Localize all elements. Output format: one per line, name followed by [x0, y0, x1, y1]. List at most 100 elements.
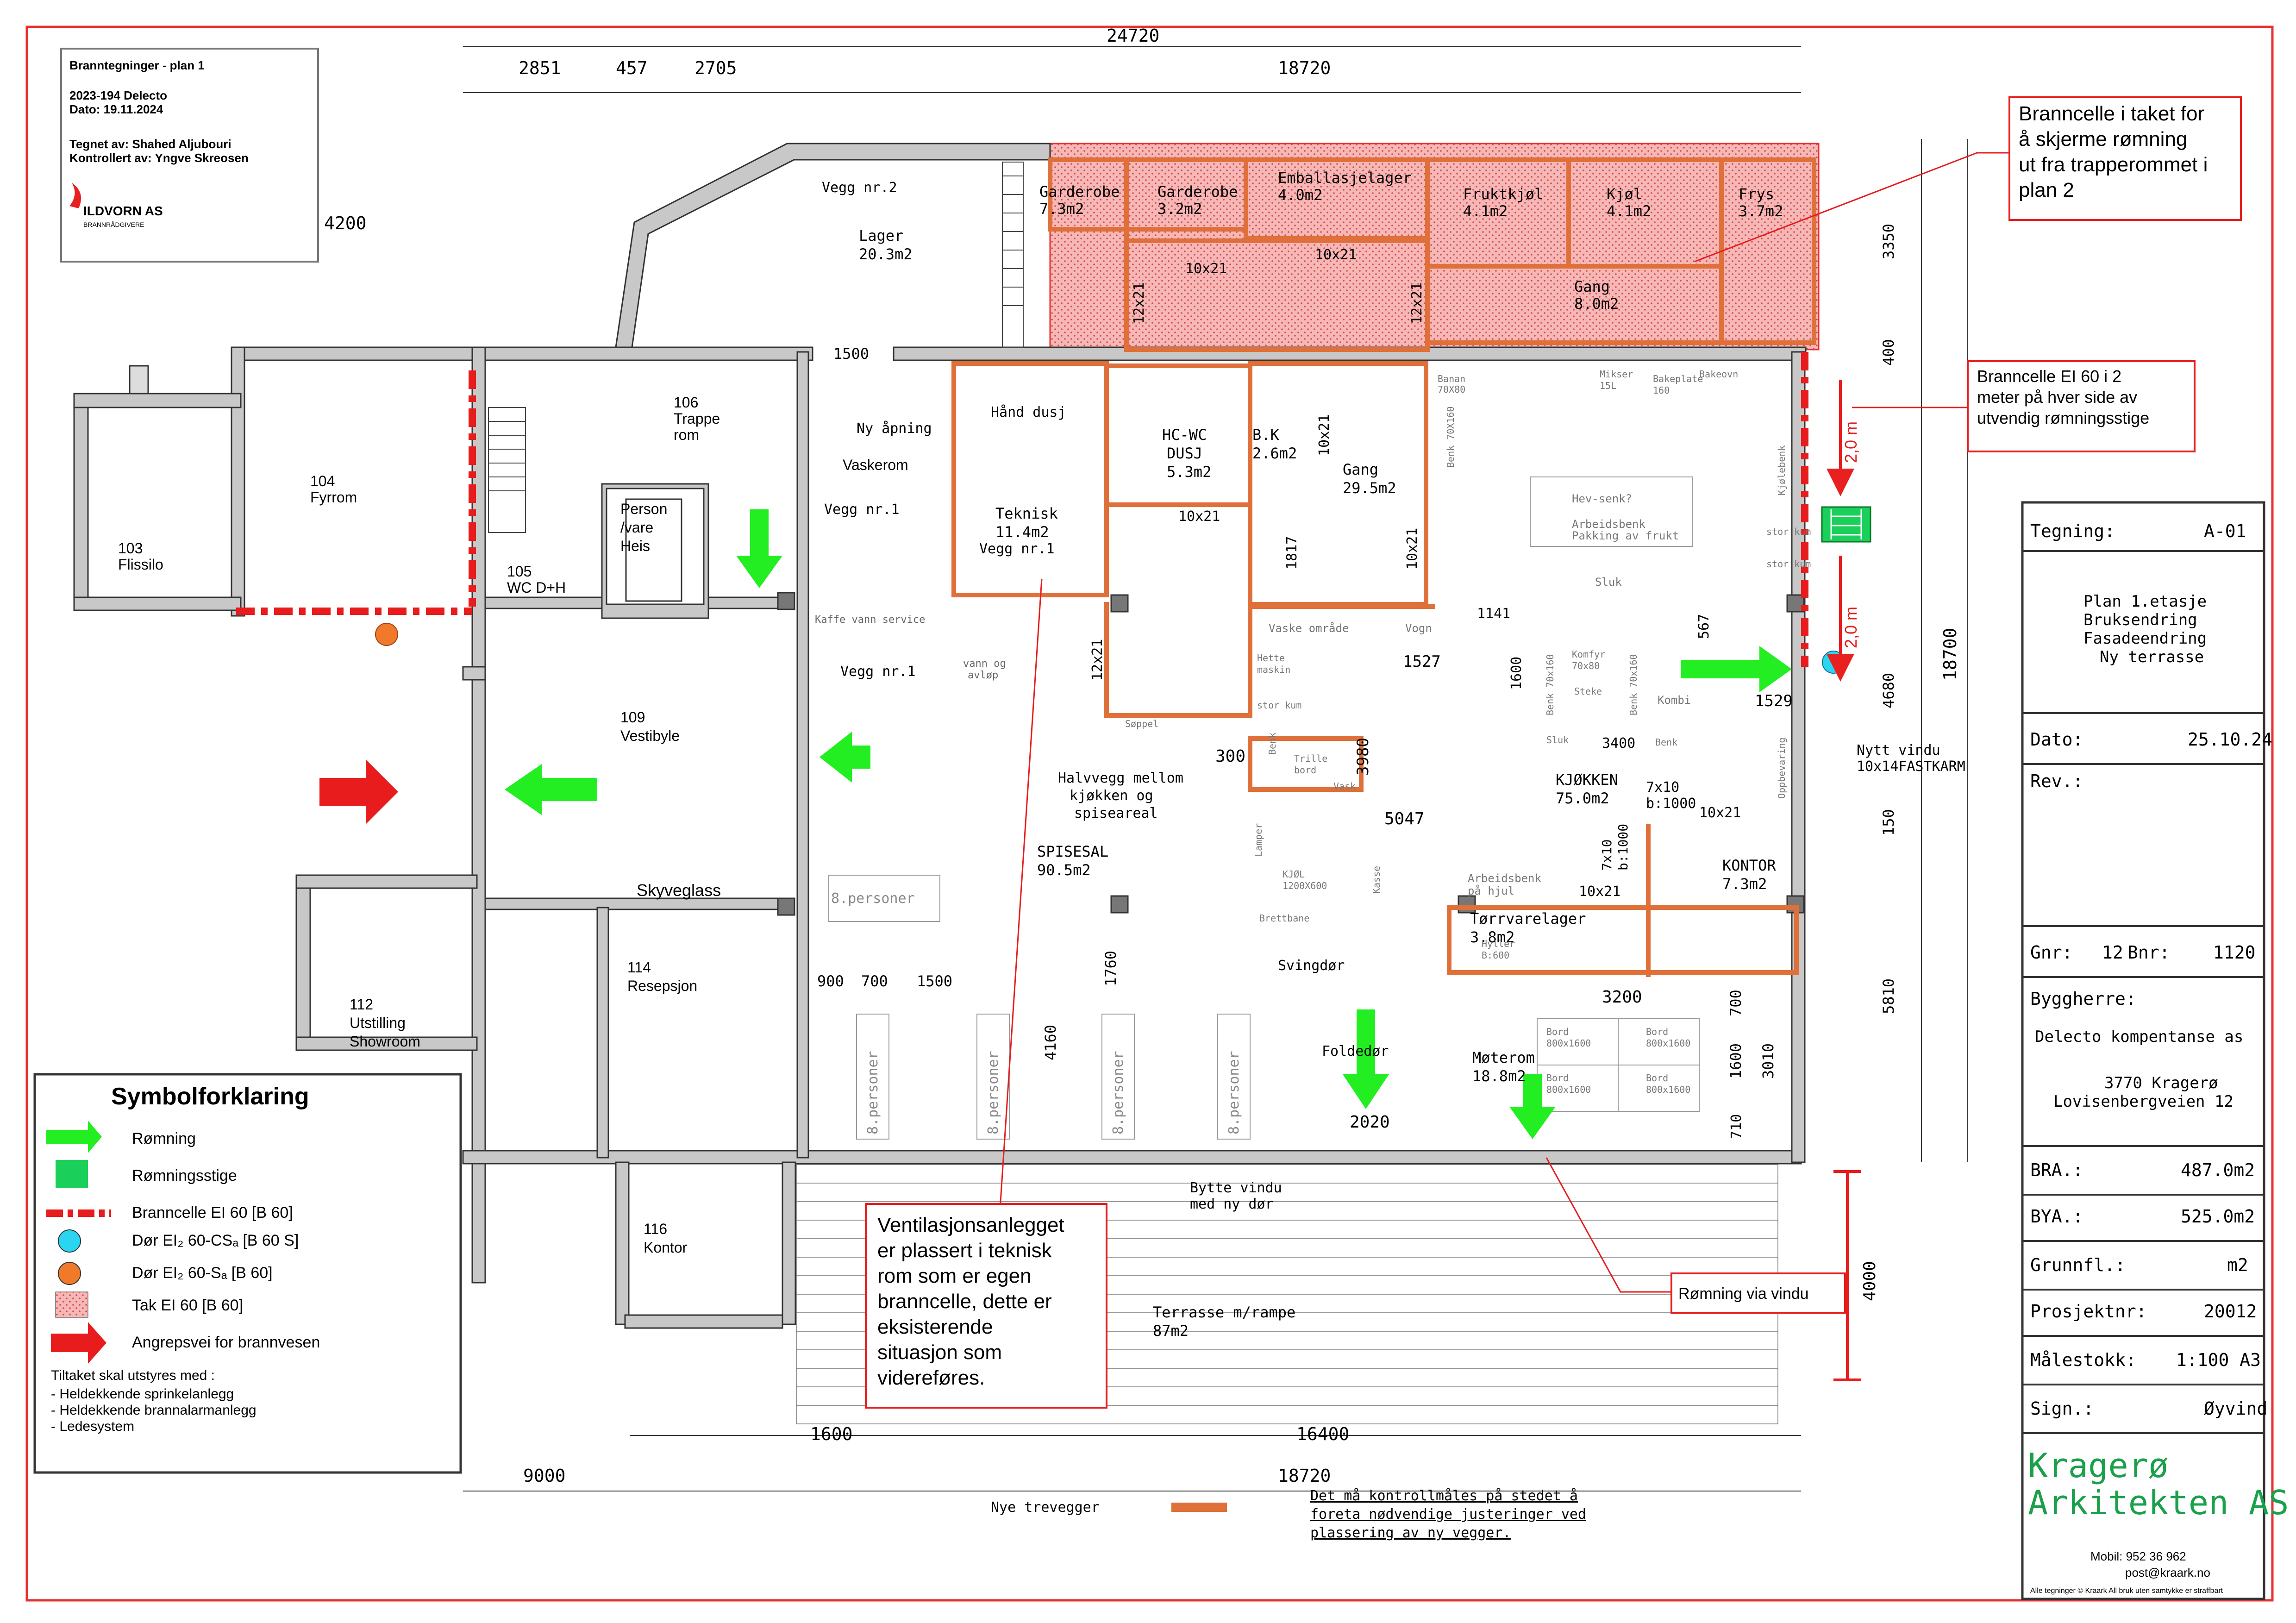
- label-vaske-omrade: Vaske område: [1269, 621, 1349, 635]
- dim-top-a: 2851: [519, 58, 561, 78]
- dim-1500: 1500: [833, 345, 869, 363]
- label-vann-avlop-a: vann og: [963, 658, 1006, 670]
- dimension-lines: [463, 46, 1968, 1491]
- tb-rev-label: Rev.:: [2030, 771, 2083, 791]
- dim-400: 400: [1880, 339, 1897, 366]
- dim-150: 150: [1880, 809, 1897, 836]
- room-kjol-area: 4.1m2: [1607, 202, 1651, 220]
- tb-sign-value: Øyvind: [2204, 1398, 2267, 1419]
- room-garderobe1-area: 7.3m2: [1039, 200, 1084, 218]
- label-pakking: Pakking av frukt: [1572, 529, 1679, 542]
- callout-vent-line5: eksisterende: [877, 1316, 993, 1338]
- dim-4000: 4000: [1860, 1261, 1879, 1301]
- label-bord-4s: 800x1600: [1646, 1084, 1690, 1095]
- room-garderobe2-area: 3.2m2: [1157, 200, 1202, 218]
- room-emballasje: Emballasjelager: [1278, 169, 1412, 187]
- tb-byggherre-label: Byggherre:: [2030, 989, 2136, 1009]
- note-line-2: foreta nødvendige justeringer ved: [1310, 1506, 1586, 1523]
- label-personer4: 8.personer: [1110, 1051, 1126, 1134]
- label-bytte-a: Bytte vindu: [1190, 1180, 1282, 1196]
- attack-route-arrow-icon: [319, 759, 398, 824]
- room-vestibyle-b: Vestibyle: [620, 727, 680, 744]
- label-lamper: Lamper: [1253, 823, 1264, 857]
- room-kontor116-b: Kontor: [644, 1239, 688, 1256]
- label-arbeidsbenk: Arbeidsbenk: [1572, 518, 1645, 531]
- room-garderobe2: Garderobe: [1157, 183, 1238, 201]
- label-banan-b: 70X80: [1438, 384, 1465, 395]
- dim-1500b: 1500: [917, 972, 952, 990]
- tb-desc-1: Plan 1.etasje: [2083, 592, 2207, 611]
- tb-bnr-label: Bnr:: [2127, 942, 2170, 963]
- dim-1600b: 1600: [1727, 1043, 1745, 1079]
- room-kontor116: 116: [644, 1221, 667, 1237]
- orange-fire-door-icon[interactable]: [375, 623, 398, 646]
- callout-stige-line1: Branncelle EI 60 i 2: [1977, 367, 2121, 386]
- new-wall-swatch-icon: [1171, 1503, 1227, 1512]
- tb-malestokk-label: Målestokk:: [2030, 1350, 2136, 1370]
- callout-vent-line2: er plassert i teknisk: [877, 1239, 1052, 1262]
- dim-4680: 4680: [1880, 673, 1897, 708]
- callout-vent-line4: branncelle, dette er: [877, 1290, 1052, 1313]
- room-fruktkjol: Fruktkjøl: [1463, 185, 1543, 203]
- label-soppel: Søppel: [1125, 718, 1158, 729]
- label-ny-apning: Ny åpning: [857, 420, 932, 437]
- room-garderobe1: Garderobe: [1039, 183, 1120, 201]
- label-benk-70b: Benk 70x160: [1628, 654, 1639, 715]
- fire-cell-lines: [236, 352, 1808, 667]
- room-resepsjon-b: Resepsjon: [627, 978, 697, 994]
- tb-grunnfl-value: m2: [2227, 1255, 2248, 1275]
- dim-700b: 700: [1727, 990, 1745, 1016]
- label-hyller: Hyller: [1482, 938, 1515, 949]
- legend-ladder-icon: [56, 1160, 88, 1188]
- room-terrasse: Terrasse m/rampe: [1153, 1303, 1295, 1321]
- label-door-10x21-a: 10x21: [1185, 261, 1227, 277]
- room-moterom-area: 18.8m2: [1472, 1067, 1526, 1085]
- label-bakeplate-b: 160: [1653, 385, 1670, 396]
- room-gang-area: 29.5m2: [1343, 479, 1396, 497]
- legend-item-6: Angrepsvei for brannvesen: [132, 1334, 320, 1351]
- dim-1760: 1760: [1102, 951, 1120, 986]
- room-spisesal-area: 90.5m2: [1037, 861, 1091, 879]
- dim-300: 300: [1215, 747, 1245, 766]
- tb-bya-value: 525.0m2: [2181, 1206, 2255, 1227]
- escape-arrow-icon: [1509, 1074, 1556, 1139]
- escape-arrows: [505, 509, 1792, 1139]
- room-kjokken: KJØKKEN: [1556, 771, 1618, 789]
- tb-copyright: Alle tegninger © Kraark All bruk uten sa…: [2030, 1587, 2223, 1595]
- dim-1527: 1527: [1403, 652, 1441, 671]
- label-halvvegg-a: Halvvegg mellom: [1058, 770, 1183, 786]
- tb-firm-2: Arkitekten AS: [2028, 1483, 2289, 1522]
- label-door-10x21-d: 10x21: [1579, 884, 1620, 900]
- tb-dato-label: Dato:: [2030, 729, 2083, 750]
- label-skyveglass: Skyveglass: [637, 881, 721, 900]
- dim-3400: 3400: [1602, 735, 1635, 752]
- label-vegg1a: Vegg nr.1: [824, 501, 900, 518]
- label-benk-v: Benk 70X160: [1445, 407, 1456, 468]
- dim-2020: 2020: [1350, 1113, 1390, 1132]
- legend-orange-door-icon: [58, 1262, 81, 1285]
- dim-3980: 3980: [1354, 738, 1372, 776]
- dim-4160: 4160: [1042, 1025, 1059, 1060]
- room-trapperom: 106: [674, 394, 698, 411]
- legend-footnote-1: - Heldekkende brannalarmanlegg: [51, 1403, 257, 1418]
- dim-1141: 1141: [1477, 606, 1510, 622]
- label-personer2: 8.personer: [865, 1051, 881, 1134]
- room-teknisk: Teknisk: [995, 505, 1058, 522]
- tb-prosjektnr-label: Prosjektnr:: [2030, 1301, 2147, 1322]
- room-gang-top-area: 8.0m2: [1574, 295, 1619, 313]
- tb-desc-2: Bruksendring: [2083, 611, 2197, 629]
- header-project: 2023-194 Delecto: [69, 88, 167, 102]
- label-vask: Vask: [1333, 781, 1356, 792]
- room-resepsjon: 114: [627, 959, 651, 976]
- label-kjol-1200: KJØL: [1283, 869, 1305, 880]
- label-hand-dusj: Hånd dusj: [991, 404, 1066, 420]
- room-heis-a: Person: [620, 501, 667, 517]
- tb-gnr-value: 12: [2102, 942, 2123, 963]
- callout-stige-line3: utvendig rømningsstige: [1977, 408, 2149, 427]
- dim-b1000b: b:1000: [1615, 824, 1631, 871]
- room-utstilling-b: Utstilling: [350, 1015, 406, 1031]
- outer-frame: [25, 25, 2274, 1602]
- callout-vent-line3: rom som er egen: [877, 1265, 1032, 1287]
- label-kjolebenk: Kjølebenk: [1776, 445, 1787, 495]
- label-brettbane: Brettbane: [1259, 913, 1309, 924]
